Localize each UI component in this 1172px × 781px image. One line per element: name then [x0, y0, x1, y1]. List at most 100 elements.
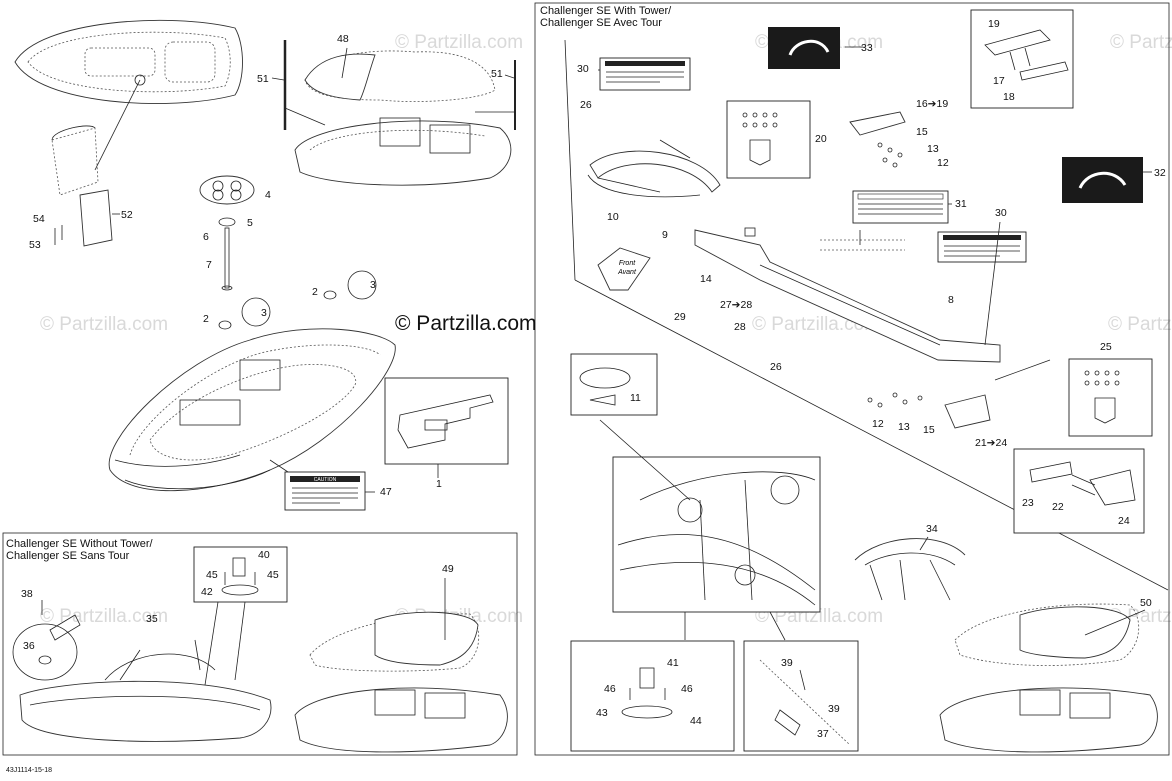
callout-42: 42	[201, 586, 213, 598]
callout-25: 25	[1100, 341, 1112, 353]
callout-6: 6	[203, 231, 209, 243]
caution-decal-30-top	[599, 57, 691, 91]
callout-34: 34	[926, 523, 938, 535]
callout-39: 39	[781, 657, 793, 669]
avant-sign-text: Avant	[617, 269, 637, 276]
callout-51: 51	[257, 73, 269, 85]
boat-top-view	[14, 19, 243, 171]
callout-33: 33	[861, 42, 873, 54]
bracket-15-lower	[867, 392, 991, 429]
callout-50: 50	[1140, 597, 1152, 609]
callout-12: 12	[937, 157, 949, 169]
callout-11: 11	[630, 392, 641, 404]
mount-kit-41-46	[570, 640, 735, 752]
callout-49: 49	[442, 563, 454, 575]
boat-with-cover-49	[294, 611, 508, 753]
no-tower-boat	[12, 600, 272, 742]
callout-13: 13	[927, 143, 939, 155]
hardware-kit-25	[1068, 358, 1153, 437]
diagram-code: 43J1114-15-18	[6, 767, 52, 774]
callout-31: 31	[955, 198, 967, 210]
callout-24: 24	[1118, 515, 1130, 527]
callout-4: 4	[265, 189, 271, 201]
cover-poles	[271, 40, 516, 130]
callout-43: 43	[596, 707, 608, 719]
callout-2: 2	[203, 313, 209, 325]
callout-40: 40	[258, 549, 270, 561]
watermark-faint: © Partzilla.com	[40, 606, 168, 627]
warning-decal-31	[852, 190, 949, 224]
callout-37: 37	[817, 728, 829, 740]
tower-front-bar	[587, 150, 721, 198]
with-tower-title: Challenger SE With Tower/	[540, 5, 672, 17]
callout-23: 23	[1022, 497, 1034, 509]
callout-14: 14	[700, 273, 712, 285]
callout-21-24: 21➔24	[975, 437, 1007, 449]
watermark-faint: © Partzilla.com	[40, 314, 168, 335]
hardware-kit-20	[726, 100, 811, 179]
callout-19: 19	[988, 18, 1000, 30]
storage-bin	[51, 125, 120, 247]
with-tower-subtitle: Challenger SE Avec Tour	[540, 17, 662, 29]
tower-decal-33	[768, 27, 840, 69]
callout-20: 20	[815, 133, 827, 145]
watermarks: © Partzilla.com © Partzilla.com © Partzi…	[40, 32, 1172, 627]
callout-44: 44	[690, 715, 702, 727]
boat-perspective-view	[108, 328, 396, 492]
callout-2: 2	[312, 286, 318, 298]
caution-label: CAUTION	[314, 477, 337, 483]
callout-48: 48	[337, 33, 349, 45]
callout-16-19: 16➔19	[916, 98, 948, 110]
callout-54: 54	[33, 213, 45, 225]
callout-27-28: 27➔28	[720, 299, 752, 311]
mount-kit-40-45	[193, 546, 288, 686]
callout-10: 10	[607, 211, 619, 223]
callout-46: 46	[681, 683, 693, 695]
bracket-kit-21-24	[1013, 448, 1145, 534]
caution-decal-47: CAUTION	[284, 471, 366, 511]
callout-29: 29	[674, 311, 686, 323]
watermark-faint: © Partzilla.com	[1110, 32, 1172, 53]
callout-41: 41	[667, 657, 679, 669]
boat-cover	[304, 50, 496, 102]
callout-26: 26	[580, 99, 592, 111]
callout-51: 51	[491, 68, 503, 80]
cup-holder-assembly	[199, 175, 377, 330]
decal-plate-box	[384, 377, 509, 478]
callout-13: 13	[898, 421, 910, 433]
callout-3: 3	[370, 279, 376, 291]
without-tower-subtitle: Challenger SE Sans Tour	[6, 550, 130, 562]
callout-9: 9	[662, 229, 668, 241]
bracket-kit-16-19	[970, 9, 1074, 109]
callout-15: 15	[916, 126, 928, 138]
callout-15: 15	[923, 424, 935, 436]
tower-light-box-11	[570, 353, 658, 416]
callout-28: 28	[734, 321, 746, 333]
callout-38: 38	[21, 588, 33, 600]
callout-46: 46	[604, 683, 616, 695]
callout-22: 22	[1052, 501, 1064, 513]
callout-32: 32	[1154, 167, 1166, 179]
callout-36: 36	[23, 640, 35, 652]
callout-8: 8	[948, 294, 954, 306]
panel-with-tower	[534, 2, 1170, 756]
callout-labels: 1 2 2 3 3 4 5 6 7 8 9 10 11 12 12 13 13 …	[21, 18, 1166, 740]
callout-5: 5	[247, 217, 253, 229]
callout-26: 26	[770, 361, 782, 373]
tower-boat-closeup	[599, 419, 821, 641]
front-arrow-sign: Front Avant	[597, 247, 651, 291]
callout-35: 35	[146, 613, 158, 625]
callout-47: 47	[380, 486, 392, 498]
callout-7: 7	[206, 259, 212, 271]
callout-17: 17	[993, 75, 1005, 87]
watermark-center: © Partzilla.com	[395, 312, 537, 335]
callout-45: 45	[206, 569, 218, 581]
callout-39: 39	[828, 703, 840, 715]
front-sign-text: Front	[619, 260, 636, 267]
callout-30: 30	[995, 207, 1007, 219]
boat-with-cover-50	[939, 603, 1158, 753]
panel-without-tower	[2, 532, 518, 756]
boat-side-view-upper	[284, 107, 515, 186]
